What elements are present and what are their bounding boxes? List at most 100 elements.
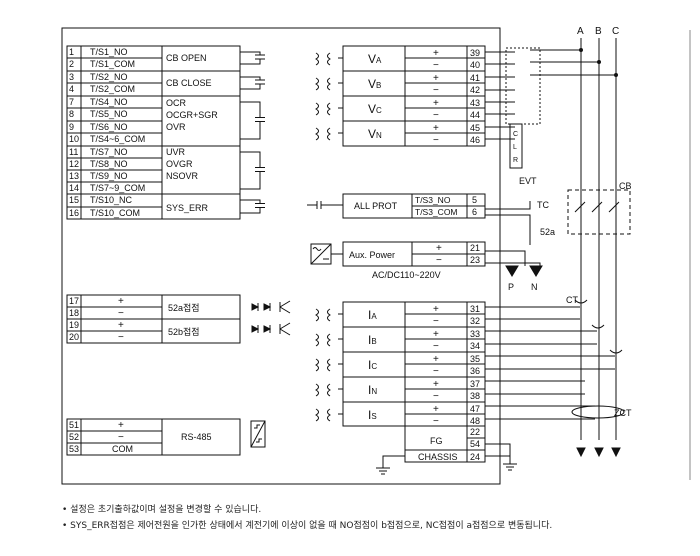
- ct-term-minus: 38: [470, 391, 480, 401]
- cb-label: CB: [619, 181, 632, 191]
- rs485-label: RS-485: [181, 432, 212, 442]
- trip-no-8: 8: [69, 109, 74, 119]
- rs485-plus: +: [118, 420, 124, 431]
- trip-no-2: 2: [69, 59, 74, 69]
- ct-term-minus: 32: [470, 316, 480, 326]
- transformer-icon: [315, 333, 343, 347]
- vt-sub: B: [376, 81, 381, 90]
- svg-text:IB: IB: [368, 333, 377, 347]
- trip-label-13: T/S9_NO: [90, 171, 128, 181]
- di-no-19: 19: [69, 320, 79, 330]
- vt-plus: +: [433, 73, 439, 84]
- note-2: • SYS_ERR접점은 제어전원을 인가한 상태에서 계전기에 이상이 없을 …: [62, 521, 553, 531]
- trip-no-16: 16: [69, 208, 79, 218]
- ct-term-plus: 47: [470, 404, 480, 414]
- tc-label: TC: [537, 200, 549, 210]
- ct-term-plus: 37: [470, 379, 480, 389]
- trip-no-11: 11: [69, 147, 78, 157]
- trip-no-3: 3: [69, 72, 74, 82]
- fn-ovr: OVR: [166, 122, 186, 132]
- note-1: • 설정은 초기출하값이며 설정을 변경할 수 있습니다.: [62, 505, 262, 515]
- vt-minus: −: [433, 60, 439, 71]
- aux-range: AC/DC110~220V: [372, 270, 441, 280]
- ct-minus: −: [433, 316, 439, 327]
- trip-label-8: T/S5_NO: [90, 109, 128, 119]
- trip-label-2: T/S1_COM: [90, 59, 135, 69]
- transformer-icon: [315, 308, 343, 322]
- phase-a: A: [577, 26, 584, 37]
- svg-text:VN: VN: [368, 127, 382, 141]
- di-plus-2: +: [118, 320, 124, 331]
- ct-label: I: [368, 358, 371, 372]
- vt-term-plus: 45: [470, 123, 480, 133]
- field-wiring: [485, 38, 631, 458]
- transformer-icon: [315, 408, 343, 422]
- trip-label-7: T/S4_NO: [90, 97, 128, 107]
- trip-label-1: T/S1_NO: [90, 47, 128, 57]
- aux-n2: 23: [470, 255, 480, 265]
- vt-sub: N: [376, 131, 382, 140]
- rs485-transceiver-icon: [250, 420, 266, 448]
- transformer-icon: [315, 77, 343, 91]
- aux-n1: 21: [470, 243, 480, 253]
- di-plus-1: +: [118, 296, 124, 307]
- svg-text:IA: IA: [368, 308, 377, 322]
- phase-b: B: [595, 26, 602, 37]
- digital-input-block: 17 18 19 20 + − + − 52a접점 52b접점: [66, 294, 291, 344]
- relay-contact-icon: [240, 199, 265, 214]
- ct-sub: B: [371, 337, 376, 346]
- ct-label: I: [368, 383, 371, 397]
- ct-sub: A: [371, 312, 377, 321]
- vt-term-plus: 43: [470, 98, 480, 108]
- ct-term-plus: 33: [470, 329, 480, 339]
- svg-text:VB: VB: [368, 77, 381, 91]
- ct-minus: −: [433, 391, 439, 402]
- fn-uvr: UVR: [166, 147, 186, 157]
- ct-plus: +: [433, 329, 439, 340]
- ct-sub: S: [371, 412, 376, 421]
- di-minus-1: −: [118, 308, 124, 319]
- di-52a-label: 52a접점: [168, 302, 200, 313]
- vt-sub: A: [376, 56, 382, 65]
- all-prot-t1: T/S3_NO: [415, 195, 451, 205]
- clr-c: C: [513, 131, 518, 138]
- relay-outline: [61, 27, 501, 485]
- vt-minus: −: [433, 110, 439, 121]
- svg-text:IC: IC: [368, 358, 377, 372]
- transformer-icon: [315, 52, 343, 66]
- vt-minus: −: [433, 85, 439, 96]
- trip-no-9: 9: [69, 122, 74, 132]
- fn-sys-err: SYS_ERR: [166, 203, 209, 213]
- power-supply-icon: [310, 243, 343, 265]
- photocoupler-icon: [251, 300, 291, 336]
- trip-label-12: T/S8_NO: [90, 159, 128, 169]
- chassis-label: CHASSIS: [418, 452, 458, 462]
- vt-term-minus: 40: [470, 60, 480, 70]
- all-prot-block: ALL PROT T/S3_NO T/S3_COM 5 6: [307, 193, 486, 219]
- ct-label: CT: [566, 295, 578, 305]
- aux-power-block: Aux. Power + − 21 23 AC/DC110~220V: [310, 241, 486, 280]
- di-no-17: 17: [69, 296, 79, 306]
- all-prot-n2: 6: [472, 207, 477, 217]
- ct-label: I: [368, 333, 371, 347]
- di-52b-label: 52b접점: [168, 326, 200, 337]
- vt-label: V: [368, 102, 376, 116]
- ct-term-minus: 34: [470, 341, 480, 351]
- fn-cb-close: CB CLOSE: [166, 78, 212, 88]
- ct-label: I: [368, 308, 371, 322]
- trip-label-14: T/S7~9_COM: [90, 183, 145, 193]
- vt-term-minus: 46: [470, 135, 480, 145]
- transformer-icon: [315, 102, 343, 116]
- transformer-icon: [315, 127, 343, 141]
- vt-label: V: [368, 52, 376, 66]
- trip-label-9: T/S6_NO: [90, 122, 128, 132]
- ct-minus: −: [433, 341, 439, 352]
- trip-no-10: 10: [69, 134, 79, 144]
- ct-term-minus: 36: [470, 366, 480, 376]
- vt-term-plus: 39: [470, 48, 480, 58]
- aux-plus: +: [436, 243, 442, 254]
